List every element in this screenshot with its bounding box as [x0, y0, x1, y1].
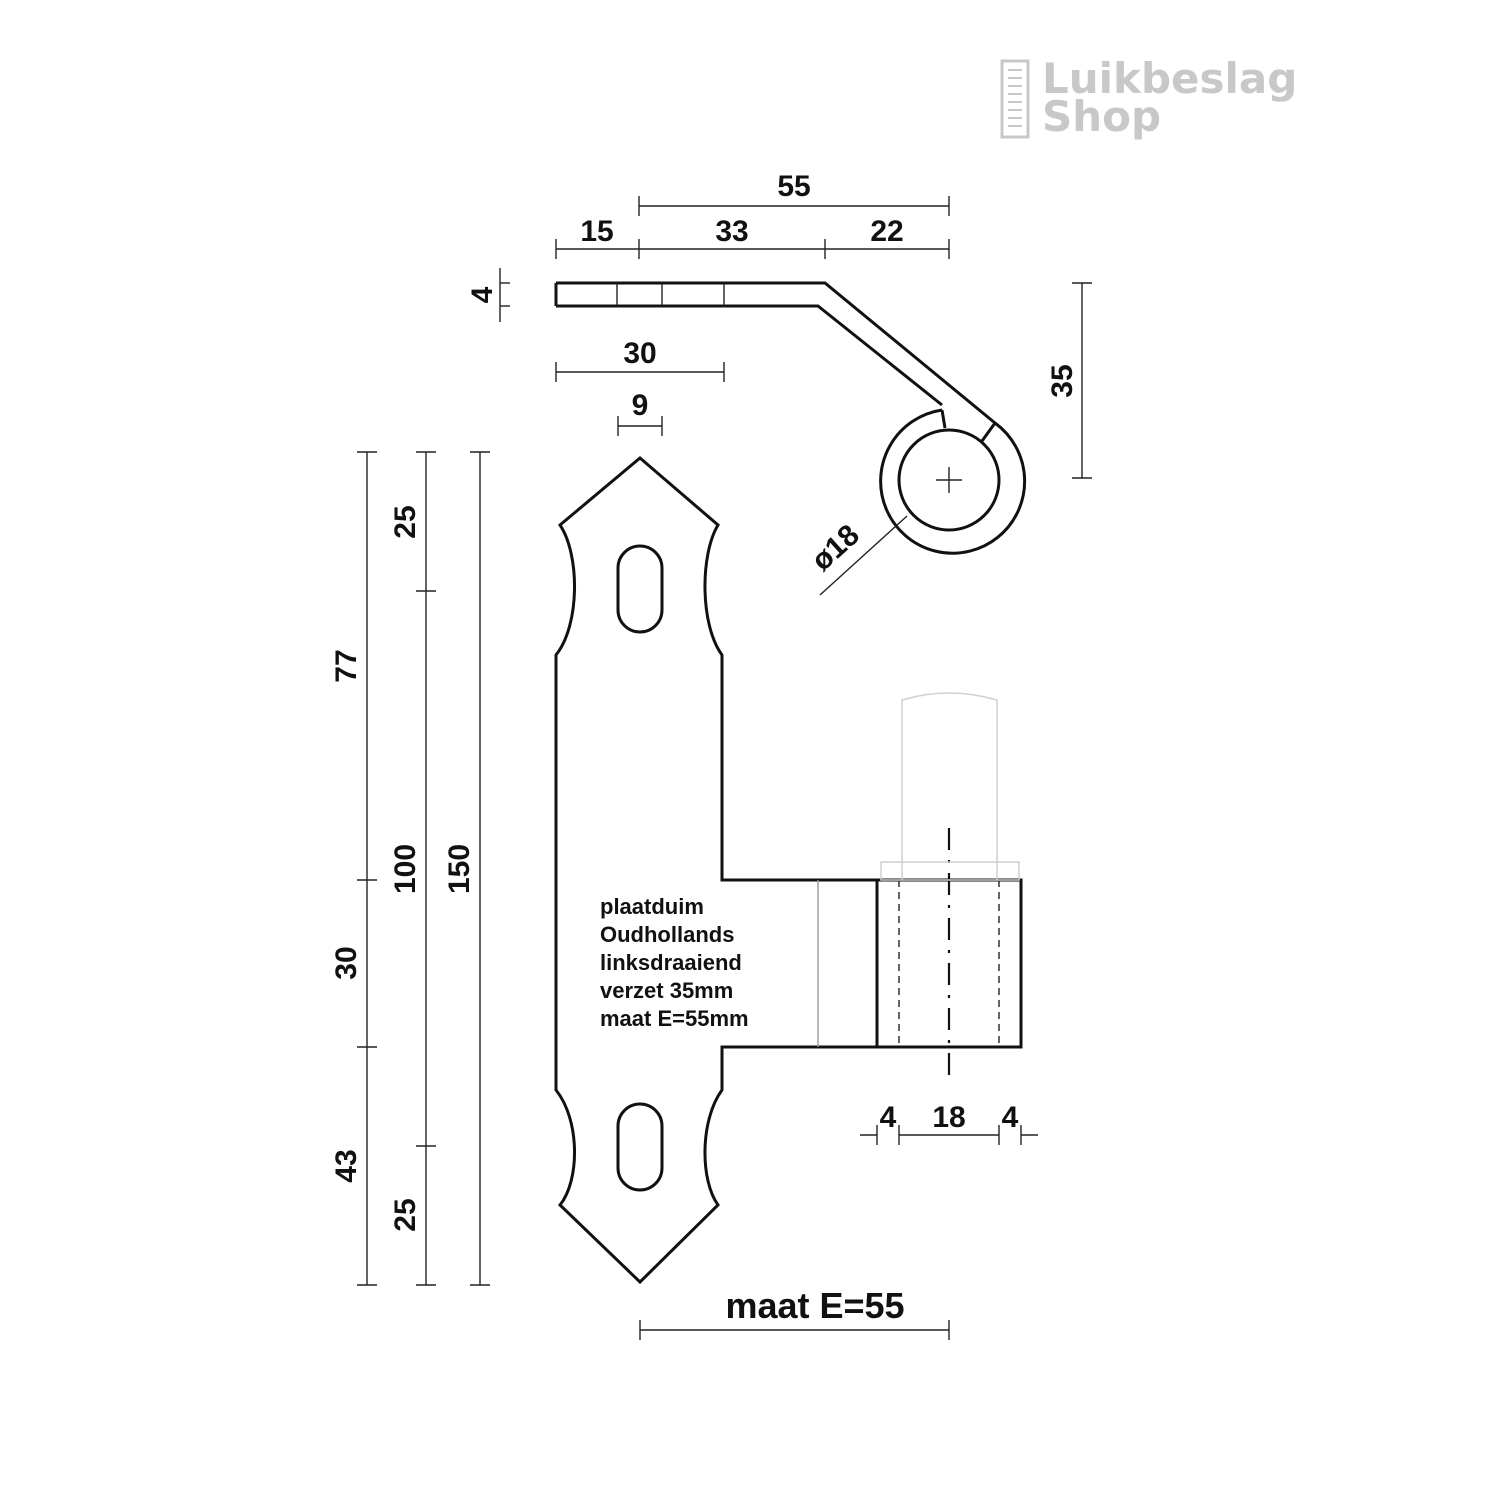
dim-diameter-18: ø18: [805, 518, 866, 577]
caption: maat E=55: [639, 1285, 950, 1340]
dim-25-top: 25: [389, 505, 422, 538]
brand-name-line1: Luikbeslag: [1042, 54, 1297, 103]
top-dimensions: 55 15 33 22 4 30 9 35 ø18: [466, 170, 1092, 578]
dim-77: 77: [330, 649, 363, 682]
dim-offset-35: 35: [1046, 364, 1079, 397]
pin-shaft-outline: [901, 692, 998, 880]
diameter-leader: [819, 515, 908, 596]
dim-30-plate: 30: [623, 337, 656, 370]
note-line2: Oudhollands: [600, 922, 734, 947]
brand-logo: Luikbeslag Shop: [1000, 54, 1297, 141]
note-line3: linksdraaiend: [600, 950, 742, 975]
slot-hole-top: [616, 544, 664, 634]
top-view: [554, 281, 1027, 596]
note-line1: plaatduim: [600, 894, 704, 919]
dim-15: 15: [580, 215, 613, 248]
front-view: [554, 456, 1023, 1285]
dim-25-bottom: 25: [389, 1198, 422, 1231]
dim-55: 55: [777, 170, 810, 203]
dim-pin-18: 18: [932, 1101, 965, 1134]
dim-thickness-4: 4: [466, 286, 499, 303]
brand-mark-icon: [1000, 59, 1030, 139]
dim-22: 22: [870, 215, 903, 248]
dim-hole-9: 9: [632, 389, 649, 422]
note-line4: verzet 35mm: [600, 978, 733, 1003]
dim-43: 43: [330, 1149, 363, 1182]
dim-33: 33: [715, 215, 748, 248]
dim-30-left: 30: [330, 946, 363, 979]
pin-dimensions: 4 18 4: [860, 1101, 1038, 1145]
brand-name-line2: Shop: [1042, 92, 1161, 141]
note-line5: maat E=55mm: [600, 1006, 749, 1031]
dim-wall-4-right: 4: [1002, 1101, 1019, 1134]
left-dimensions: 77 30 43 25 100 25 150: [330, 451, 490, 1286]
caption-text: maat E=55: [725, 1285, 904, 1326]
description-note: plaatduim Oudhollands linksdraaiend verz…: [600, 894, 749, 1031]
dim-150: 150: [443, 844, 476, 894]
dim-100: 100: [389, 844, 422, 894]
dim-wall-4-left: 4: [880, 1101, 897, 1134]
slot-hole-bottom: [616, 1102, 664, 1192]
